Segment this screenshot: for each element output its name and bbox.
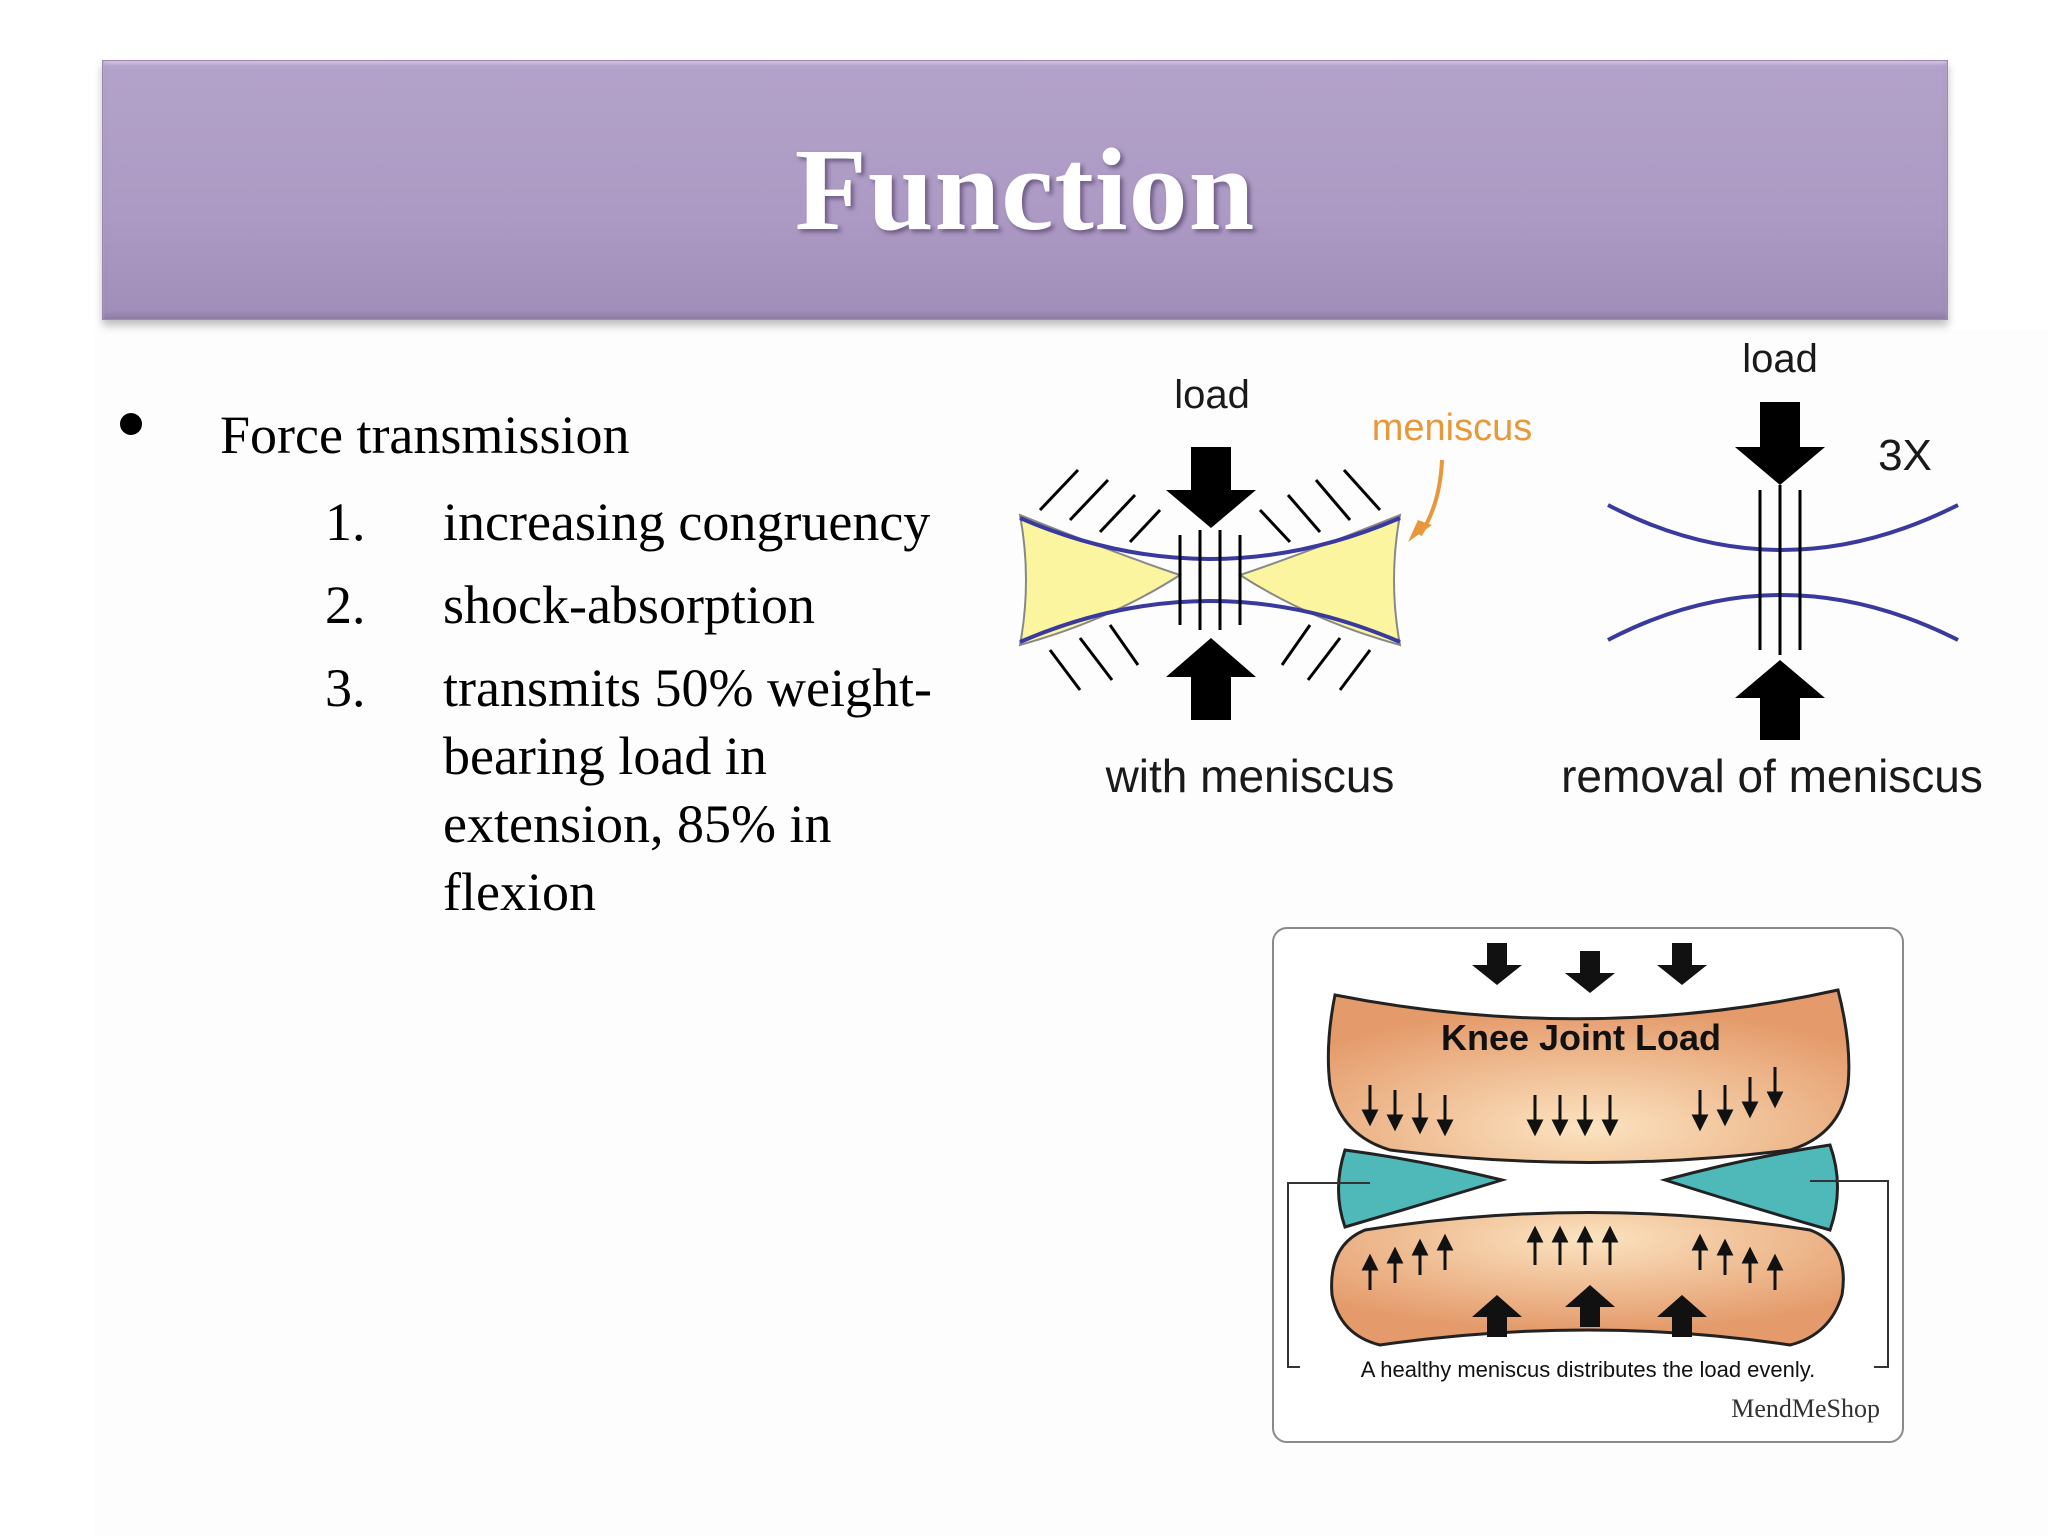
top-load-arrows	[1472, 943, 1707, 993]
femur-contact-line-right	[1607, 503, 1959, 552]
meniscus-pointer-head	[1408, 520, 1432, 542]
load-arrow-down-right	[1735, 402, 1825, 485]
meniscus-load-diagram: load	[1018, 337, 1983, 802]
meniscus-left	[1337, 1148, 1508, 1229]
list-text: shock-absorption	[443, 575, 815, 635]
meniscus-shape-right	[1237, 513, 1402, 647]
list-text: increasing congruency	[443, 492, 931, 552]
list-number: 3.	[325, 658, 366, 718]
tibia-bone	[1330, 1211, 1845, 1347]
with-meniscus-figure: load	[1018, 373, 1533, 802]
bottom-load-arrows	[1472, 1285, 1707, 1337]
knee-joint-load-diagram: Knee Joint Load	[1272, 927, 1904, 1443]
slide-title: Function	[794, 124, 1256, 255]
bracket-right	[1810, 1180, 1889, 1368]
tibia-force-arrows	[1361, 1225, 1784, 1290]
tibia-contact-line	[1019, 599, 1401, 644]
femur-contact-line	[1019, 516, 1401, 561]
force-lines-center-left	[1178, 530, 1242, 630]
load-label-right: load	[1742, 337, 1818, 381]
load-label-left: load	[1174, 373, 1250, 417]
femur-bone	[1326, 988, 1851, 1164]
caption-with-meniscus: with meniscus	[1105, 750, 1395, 802]
list-item: 1. increasing congruency	[325, 488, 945, 556]
knee-joint-title: Knee Joint Load	[1441, 1017, 1721, 1058]
force-lines-center-right	[1758, 485, 1802, 655]
force-hatches-left	[1038, 468, 1382, 691]
load-arrow-up-right	[1735, 660, 1825, 740]
list-item: 2. shock-absorption	[325, 571, 945, 639]
meniscus-right	[1659, 1143, 1839, 1232]
load-arrow-up-left	[1166, 638, 1256, 720]
meniscus-label: meniscus	[1372, 407, 1533, 449]
brand-watermark: MendMeShop	[1731, 1394, 1880, 1423]
caption-removal-of-meniscus: removal of meniscus	[1561, 750, 1983, 802]
bullet-text: Force transmission	[220, 405, 630, 465]
load-arrow-down-left	[1166, 447, 1256, 528]
bullet-dot	[120, 413, 142, 435]
tibia-contact-line-right	[1607, 593, 1959, 642]
list-text: transmits 50% weight-bearing load in ext…	[443, 658, 932, 922]
bracket-left	[1287, 1182, 1370, 1368]
femur-force-arrows	[1361, 1067, 1784, 1137]
title-banner: Function	[102, 60, 1948, 320]
numbered-list: 1. increasing congruency 2. shock-absorp…	[325, 488, 945, 941]
list-item: 3. transmits 50% weight-bearing load in …	[325, 654, 945, 926]
list-number: 1.	[325, 492, 366, 552]
without-meniscus-figure: load 3X removal of meniscus	[1561, 337, 1983, 802]
list-number: 2.	[325, 575, 366, 635]
multiplier-label: 3X	[1878, 431, 1932, 480]
meniscus-shape-left	[1018, 513, 1183, 647]
knee-caption: A healthy meniscus distributes the load …	[1361, 1357, 1816, 1382]
